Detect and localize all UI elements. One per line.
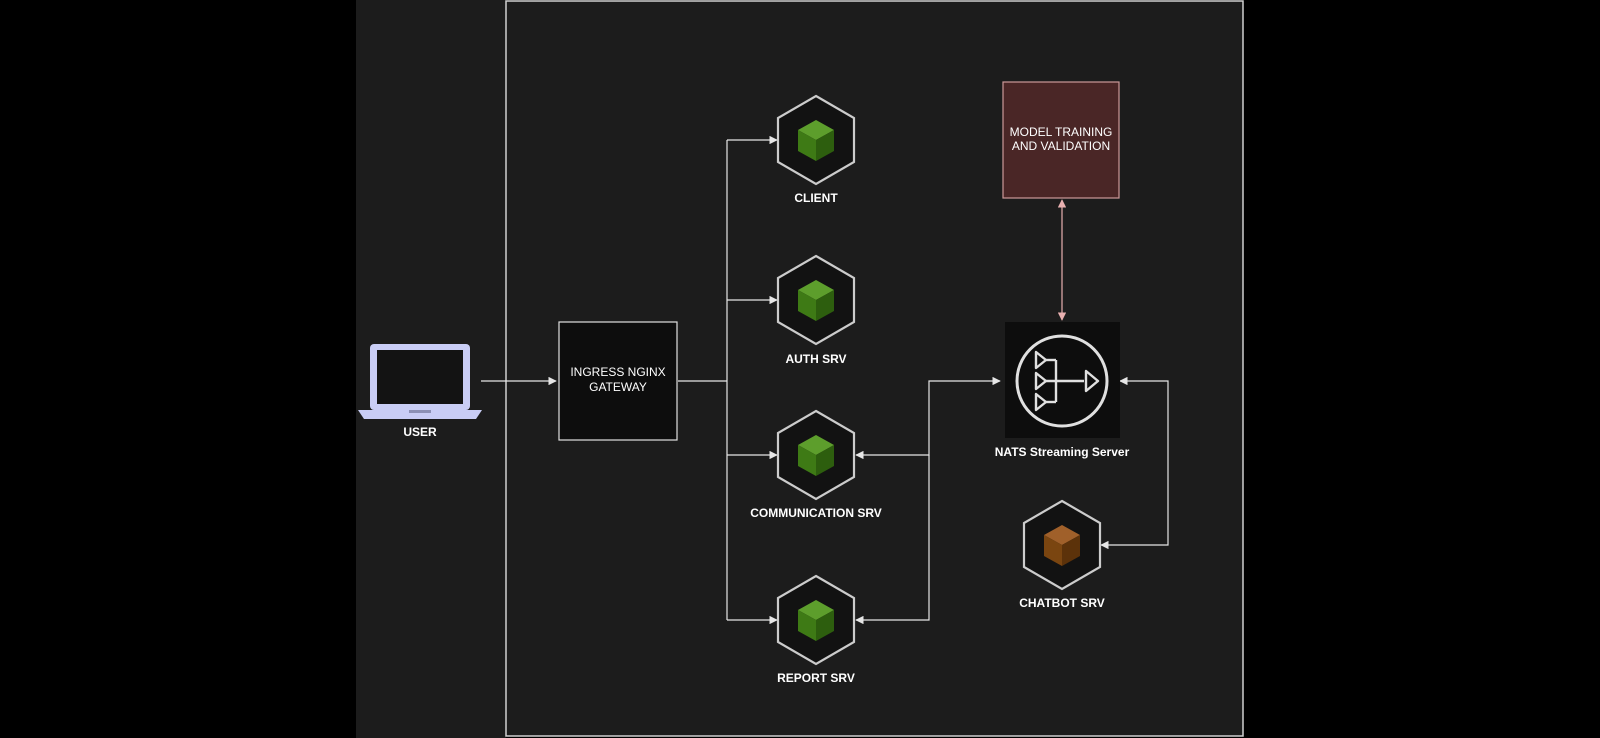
cube-icon xyxy=(776,574,856,666)
cube-icon xyxy=(776,94,856,186)
cube-icon xyxy=(776,409,856,501)
user-label: USER xyxy=(403,425,437,439)
user-node[interactable]: USER xyxy=(358,344,482,439)
model-label-line1: MODEL TRAINING xyxy=(1010,125,1113,139)
nats-label: NATS Streaming Server xyxy=(995,445,1130,459)
communication-label: COMMUNICATION SRV xyxy=(750,506,882,520)
client-node[interactable]: CLIENT xyxy=(776,94,856,205)
gateway-label-line1: INGRESS NGINX xyxy=(570,365,665,379)
message-broker-icon xyxy=(1005,322,1120,438)
gateway-box xyxy=(558,321,678,441)
report-node[interactable]: REPORT SRV xyxy=(776,574,856,685)
cube-icon xyxy=(1022,499,1102,591)
chatbot-label: CHATBOT SRV xyxy=(1019,596,1105,610)
chatbot-node[interactable]: CHATBOT SRV xyxy=(1019,499,1105,610)
model-box xyxy=(1002,81,1120,199)
nats-node[interactable]: NATS Streaming Server xyxy=(995,322,1130,459)
laptop-icon xyxy=(358,344,482,419)
report-label: REPORT SRV xyxy=(777,671,855,685)
auth-node[interactable]: AUTH SRV xyxy=(776,254,856,366)
communication-node[interactable]: COMMUNICATION SRV xyxy=(750,409,882,520)
edge-nats-report xyxy=(855,455,930,625)
edge-nats-communication xyxy=(855,376,1001,460)
auth-label: AUTH SRV xyxy=(785,352,846,366)
model-label-line2: AND VALIDATION xyxy=(1012,139,1110,153)
connectors xyxy=(481,135,1169,625)
model-node[interactable]: MODEL TRAINING AND VALIDATION xyxy=(1002,81,1120,199)
client-label: CLIENT xyxy=(794,191,838,205)
gateway-node[interactable]: INGRESS NGINX GATEWAY xyxy=(558,321,678,441)
cube-icon xyxy=(776,254,856,346)
gateway-label-line2: GATEWAY xyxy=(589,380,647,394)
edge-nats-chatbot xyxy=(1100,376,1169,550)
